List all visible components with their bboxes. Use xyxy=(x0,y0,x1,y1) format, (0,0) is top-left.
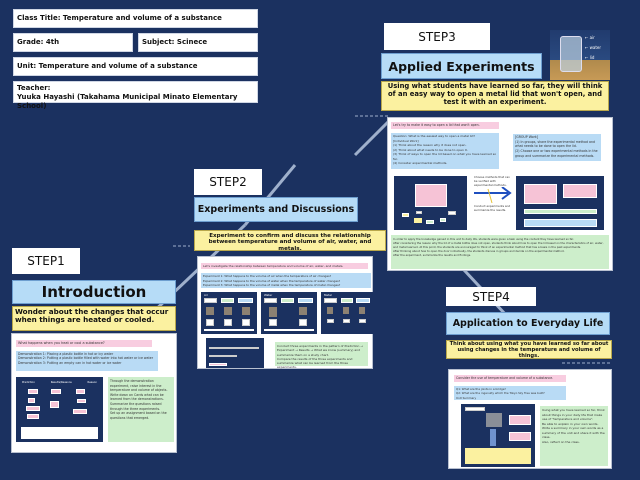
step3-group-line: [GROUP Work] xyxy=(515,135,539,139)
step2-title: Experiments and Discussions xyxy=(194,197,358,222)
step2-notes: Conduct three experiments in the pattern… xyxy=(275,342,368,369)
step1-note-2: Write down on Cards what can be learned … xyxy=(110,392,164,402)
panel-label-air: Air xyxy=(204,293,208,297)
step4-summary: Unit Summary xyxy=(456,395,477,400)
jar-labels: ← air ← water ← lid xyxy=(585,33,601,63)
grade: Grade: 4th xyxy=(13,33,133,52)
arrow-right-icon xyxy=(474,186,512,204)
board-col-prediction: Prediction xyxy=(22,381,35,384)
step2-card: Let's investigate the relationship betwe… xyxy=(197,256,373,369)
subject: Subject: Scinece xyxy=(138,33,258,52)
step2-experiment-2: Experiment 2: What happens to the volume… xyxy=(203,278,341,283)
step2-panel-metal: Metal xyxy=(321,292,373,334)
step1-description: Wonder about the changes that occur when… xyxy=(12,306,176,331)
step2-label: STEP2 xyxy=(194,169,262,195)
jar-icon xyxy=(560,36,582,72)
step2-question: Let's investigate the relationship betwe… xyxy=(201,263,368,269)
step4-note-3: Write a summary in your own words as a s… xyxy=(542,426,605,439)
step1-card: What happens when you heat or cool a sub… xyxy=(11,333,177,453)
step4-board-image xyxy=(461,404,535,467)
step3-group-line: (1) In groups, share the experimental me… xyxy=(515,139,596,149)
step2-panel-air: Air xyxy=(201,292,257,334)
step2-note-1: Conduct three experiments in the pattern… xyxy=(277,344,363,357)
step3-note-2: After considering the reason why the lid… xyxy=(393,241,604,250)
teacher-name: Yuuka Hayashi (Takahama Municipal Minato… xyxy=(17,93,238,110)
step1-demo-2: Demonstration 2: Putting a plastic bottl… xyxy=(18,356,154,361)
step3-individual-line: [Individual Work] xyxy=(393,138,419,143)
step3-description: Using what students have learned so far,… xyxy=(381,81,609,111)
step3-title: Applied Experiments xyxy=(381,53,542,79)
step2-experiments: Experiment 1: What happens to the volume… xyxy=(201,273,371,288)
jar-label-air: ← air xyxy=(585,35,595,40)
step1-demos: Demonstration 1: Placing a plastic bottl… xyxy=(16,351,158,371)
step4-notes: Using what you have learned so far, thin… xyxy=(540,406,608,466)
step3-board-group xyxy=(516,176,604,230)
step2-experiment-1: Experiment 1: What happens to the volume… xyxy=(203,274,332,278)
teacher-label: Teacher: xyxy=(17,84,51,92)
jar-label-water: ← water xyxy=(585,45,602,50)
step4-questions: Q1: What are the joints in a bridge? Q2:… xyxy=(454,386,566,400)
step3-individual-line: Question: What is the easiest way to ope… xyxy=(393,134,476,138)
step1-board-image: Prediction Results/Reasons Reason xyxy=(16,377,103,442)
step4-note-4: Also, reflect on the class. xyxy=(542,439,580,444)
step4-question: Consider the use of temperature and volu… xyxy=(454,375,566,382)
unit: Unit: Temperature and volume of a substa… xyxy=(13,57,258,76)
step4-title: Application to Everyday Life xyxy=(446,312,610,335)
step3-individual-work: Question: What is the easiest way to ope… xyxy=(391,133,499,169)
step1-demo-1: Demonstration 1: Placing a plastic bottl… xyxy=(18,352,114,356)
step4-note-1: Using what you have learned so far, thin… xyxy=(542,408,605,421)
step4-q1: Q1: What are the joints in a bridge? xyxy=(456,387,506,391)
step3-note-1: In order to apply the knowledge gained i… xyxy=(393,237,574,241)
step1-note-1: Through the demonstration experiment, ra… xyxy=(110,379,168,393)
panel-label-water: Water xyxy=(264,293,273,297)
class-title: Class Title: Temperature and volume of a… xyxy=(13,9,258,28)
step4-note-2: Be able to explain in your own words. xyxy=(542,421,599,426)
step3-group-work: [GROUP Work] (1) In groups, share the ex… xyxy=(513,134,601,161)
step3-individual-line: (1) Think about the reason why it does n… xyxy=(393,143,467,147)
step1-question: What happens when you heat or cool a sub… xyxy=(16,340,152,347)
step1-notes: Through the demonstration experiment, ra… xyxy=(108,377,174,442)
step3-arrow-note-2: Conduct experiments and summarize the re… xyxy=(474,204,511,212)
step3-label: STEP3 xyxy=(384,23,490,50)
step1-board-columns: Prediction Results/Reasons Reason xyxy=(22,381,97,387)
board-col-reason: Reason xyxy=(87,381,97,384)
step3-board-individual xyxy=(394,176,467,230)
step2-summary-board xyxy=(206,338,264,368)
step3-individual-line: (3) Think of ways to open the lid based … xyxy=(393,152,497,161)
panel-label-metal: Metal xyxy=(324,293,332,297)
step4-card: Consider the use of temperature and volu… xyxy=(448,369,612,469)
step3-individual-line: (2) Think about what needs to be done to… xyxy=(393,147,468,152)
step3-card: Let's try to make it easy to open a lid … xyxy=(387,117,613,271)
step3-notes: In order to apply the knowledge gained i… xyxy=(391,235,609,269)
bridge-photo xyxy=(486,413,502,427)
step3-individual-line: (4) Consider experimental methods. xyxy=(393,161,448,165)
step3-arrow-note-1: Choose methods that can be verified with… xyxy=(474,175,510,187)
step1-label: STEP1 xyxy=(12,248,80,274)
step3-question: Let's try to make it easy to open a lid … xyxy=(391,122,499,129)
step3-note-3: After thinking about how to open the doo… xyxy=(393,249,565,254)
step2-panel-water: Water xyxy=(261,292,317,334)
jar-label-lid: ← lid xyxy=(585,55,595,60)
step2-description: Experiment to confirm and discuss the re… xyxy=(194,230,386,252)
step2-experiment-3: Experiment 3: What happens to the volume… xyxy=(203,283,341,287)
step1-note-3: Summarize the questions raised through t… xyxy=(110,401,162,411)
step4-q2: Q2: What are the ingenuity which the Tok… xyxy=(456,391,545,396)
skytree-photo xyxy=(490,429,496,446)
teacher: Teacher: Yuuka Hayashi (Takahama Municip… xyxy=(13,81,258,110)
step2-note-2: Compare the results of the three experim… xyxy=(277,356,353,370)
path-line-step2-step3b xyxy=(353,118,392,157)
jar-photo: ← air ← water ← lid xyxy=(550,30,610,80)
step1-title: Introduction xyxy=(12,280,176,304)
board-col-results: Results/Reasons xyxy=(50,381,72,384)
step4-description: Think about using what you have learned … xyxy=(446,340,612,359)
step1-note-4: Set up an assignment based on the questi… xyxy=(110,411,167,420)
step3-group-line: (2) Choose one or two experimental metho… xyxy=(515,149,598,158)
step1-demo-3: Demonstration 3: Putting an empty can in… xyxy=(18,360,122,365)
step3-note-4: After the experiment, summarize the resu… xyxy=(393,253,472,258)
step4-label: STEP4 xyxy=(446,287,536,306)
step3-arrow-notes: Choose methods that can be verified with… xyxy=(474,175,514,231)
